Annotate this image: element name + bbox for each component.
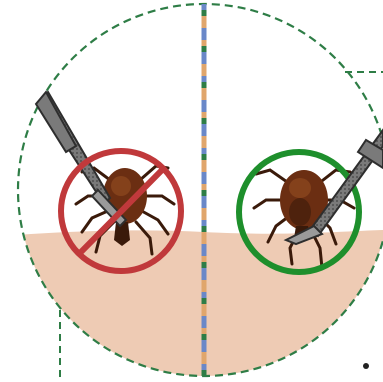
dot-marker [363, 363, 369, 369]
tweezers-icon [36, 92, 126, 226]
